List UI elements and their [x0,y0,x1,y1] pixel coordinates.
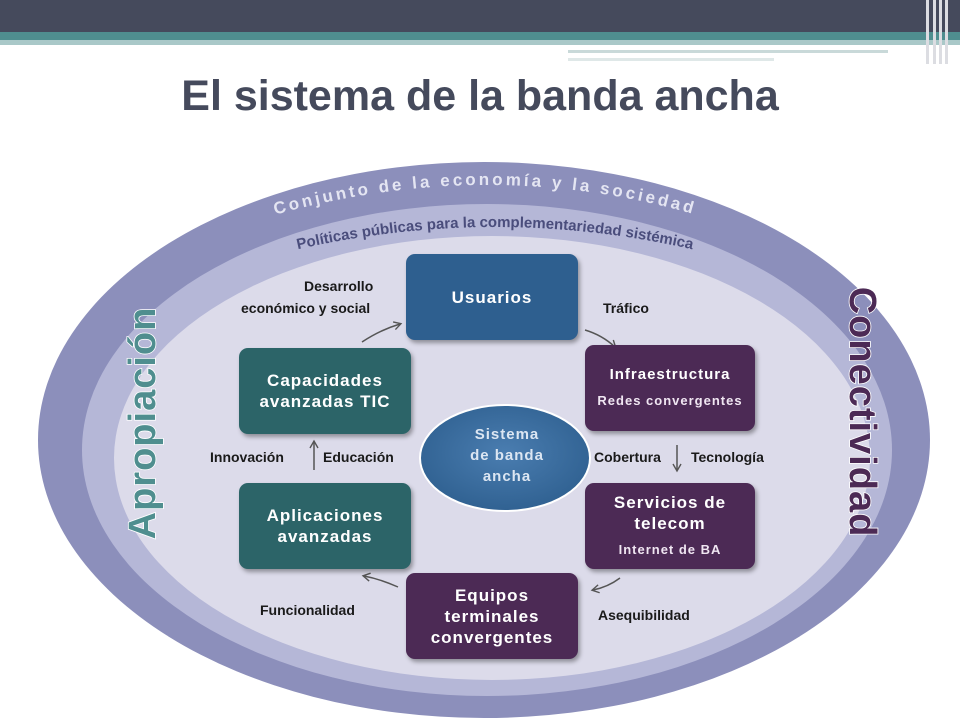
box-servicios-telecom: Servicios de telecom Internet de BA [585,483,755,569]
label-innovacion: Innovación [210,449,284,465]
header-vertical-lines [924,0,954,64]
side-label-conectividad: Conectividad [841,287,883,538]
page-title: El sistema de la banda ancha [181,72,779,120]
label-funcionalidad: Funcionalidad [260,602,355,618]
header-stripe-light [0,40,960,45]
side-label-apropiacion: Apropiación [122,307,164,540]
center-ellipse [419,404,591,512]
arrow-asequibilidad [590,577,621,594]
box-usuarios: Usuarios [406,254,578,340]
header-accent-line [568,50,888,53]
arrow-desarrollo [361,321,403,343]
box-equipos-terminales: Equipos terminales convergentes [406,573,578,659]
header-accent-line-short [568,58,774,61]
label-desarrollo: Desarrollo [304,278,374,294]
label-cobertura: Cobertura [594,449,661,465]
label-asequibilidad: Asequibilidad [598,607,690,623]
label-tecnologia: Tecnología [691,449,764,465]
box-infraestructura: Infraestructura Redes convergentes [585,345,755,431]
center-label: Sistema de banda ancha [470,426,544,485]
arrow-funcionalidad [361,572,399,588]
header-bar [0,0,960,32]
label-educacion: Educación [323,449,394,465]
box-capacidades-tic: Capacidades avanzadas TIC [239,348,411,434]
box-aplicaciones-avanzadas: Aplicaciones avanzadas [239,483,411,569]
label-trafico: Tráfico [603,300,649,316]
label-economico-social: económico y social [241,300,371,316]
header-stripe [0,32,960,40]
